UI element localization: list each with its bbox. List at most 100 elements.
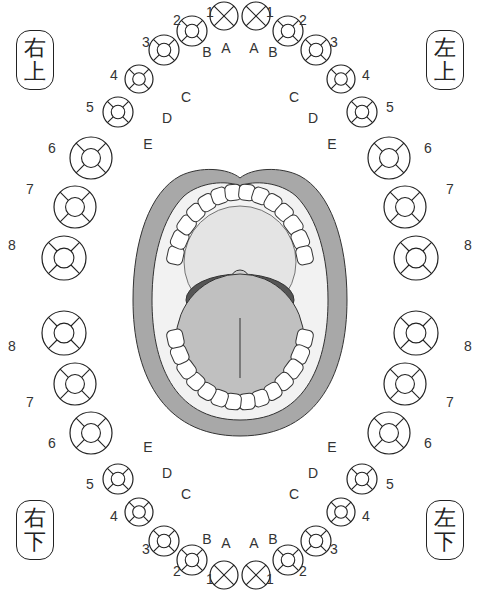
- tongue: [176, 274, 304, 406]
- tooth-symbol: [70, 412, 112, 454]
- tooth-occlusal: [54, 248, 74, 268]
- tooth-outline: [42, 311, 86, 355]
- tooth-letter: C: [181, 487, 191, 501]
- tooth-symbol: [242, 561, 270, 589]
- tooth-symbol: [327, 65, 355, 93]
- tooth-letter: B: [268, 45, 277, 59]
- tooth-division: [143, 502, 148, 507]
- tooth-letter: A: [221, 536, 230, 550]
- tooth-division: [123, 117, 129, 123]
- tooth-division: [390, 214, 398, 222]
- tooth-occlusal: [406, 248, 426, 268]
- tooth-division: [181, 20, 187, 26]
- tooth-division: [367, 101, 373, 107]
- tooth-division: [396, 418, 404, 426]
- quadrant-label: 右上: [16, 30, 54, 90]
- tooth-symbol: [384, 186, 426, 228]
- tooth-occlusal: [309, 43, 323, 57]
- tooth-outline: [242, 2, 270, 30]
- quadrant-text: 右上: [24, 36, 46, 84]
- tooth-outline: [149, 526, 179, 556]
- tooth-occlusal: [335, 506, 348, 519]
- tooth-symbol: [149, 526, 179, 556]
- tooth-outline: [273, 16, 303, 46]
- tooth-division: [71, 317, 80, 326]
- tooth-division: [246, 6, 266, 26]
- tooth-symbol: [70, 137, 112, 179]
- tooth-number: 3: [142, 542, 150, 556]
- tooth-number: 3: [330, 542, 338, 556]
- tooth-letter: B: [268, 532, 277, 546]
- quadrant-label: 左下: [426, 500, 464, 560]
- tooth-division: [321, 546, 327, 552]
- tooth-division: [321, 530, 327, 536]
- tooth-division: [107, 484, 113, 490]
- tooth-occlusal: [66, 375, 85, 394]
- tooth-outline: [301, 35, 331, 65]
- mouth-tooth: [166, 328, 185, 349]
- tooth-occlusal: [396, 198, 415, 217]
- tooth-number: 8: [464, 339, 472, 353]
- tooth-number: 8: [8, 238, 16, 252]
- tooth-symbol: [210, 2, 238, 30]
- tooth-division: [214, 6, 234, 26]
- tooth-division: [123, 468, 129, 474]
- tooth-letter: D: [308, 466, 318, 480]
- tooth-occlusal: [157, 43, 171, 57]
- tooth-division: [82, 214, 90, 222]
- tooth-outline: [210, 561, 238, 589]
- tooth-division: [412, 214, 420, 222]
- tooth-division: [76, 143, 84, 151]
- tooth-division: [423, 265, 432, 274]
- tooth-letter: B: [202, 532, 211, 546]
- tooth-division: [345, 83, 350, 88]
- tooth-occlusal: [281, 553, 295, 567]
- tooth-symbol: [54, 363, 96, 405]
- tooth-letter: C: [289, 90, 299, 104]
- tooth-number: 4: [110, 68, 118, 82]
- tooth-division: [277, 549, 283, 555]
- tooth-division: [351, 101, 357, 107]
- tooth-division: [305, 55, 311, 61]
- tooth-division: [351, 468, 357, 474]
- tooth-letter: C: [289, 487, 299, 501]
- tooth-symbol: [394, 311, 438, 355]
- tooth-occlusal: [396, 375, 415, 394]
- tooth-division: [423, 242, 432, 251]
- tooth-symbol: [177, 545, 207, 575]
- tooth-division: [60, 391, 68, 399]
- tooth-occlusal: [380, 149, 399, 168]
- tooth-division: [400, 340, 409, 349]
- tooth-outline: [70, 412, 112, 454]
- tooth-symbol: [368, 137, 410, 179]
- tooth-letter: A: [249, 41, 258, 55]
- tooth-outline: [347, 97, 377, 127]
- tooth-division: [169, 530, 175, 536]
- tooth-occlusal: [54, 323, 74, 343]
- tooth-outline: [273, 545, 303, 575]
- tooth-occlusal: [309, 534, 323, 548]
- tooth-division: [331, 69, 336, 74]
- tooth-division: [197, 36, 203, 42]
- tooth-division: [374, 143, 382, 151]
- tooth-number: 5: [86, 100, 94, 114]
- upper-teeth: [166, 184, 315, 266]
- tooth-division: [321, 55, 327, 61]
- tooth-division: [246, 6, 266, 26]
- tooth-letter: C: [181, 90, 191, 104]
- tooth-division: [331, 516, 336, 521]
- tooth-occlusal: [66, 198, 85, 217]
- tooth-division: [76, 165, 84, 173]
- tooth-division: [390, 192, 398, 200]
- tooth-symbol: [368, 412, 410, 454]
- tooth-division: [197, 549, 203, 555]
- tooth-division: [367, 484, 373, 490]
- tooth-letter: E: [327, 137, 336, 151]
- tooth-outline: [368, 412, 410, 454]
- tooth-outline: [125, 498, 153, 526]
- tooth-outline: [70, 137, 112, 179]
- tooth-division: [321, 39, 327, 45]
- tooth-number: 6: [424, 141, 432, 155]
- tooth-symbol: [177, 16, 207, 46]
- tooth-chart: [42, 2, 438, 589]
